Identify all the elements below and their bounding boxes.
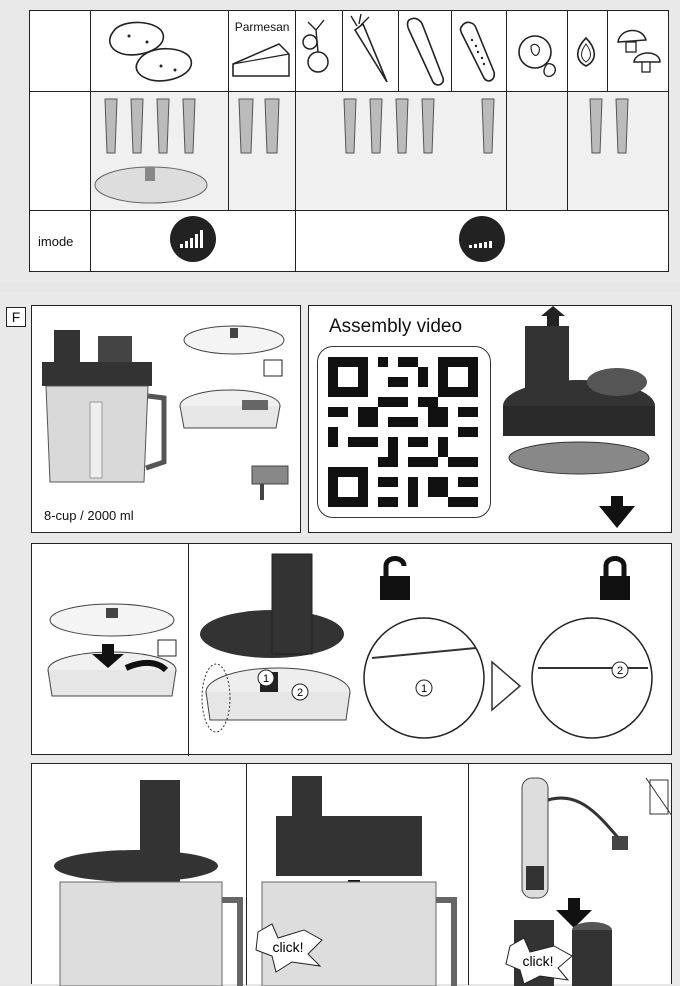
step-1-marker: 1 (263, 673, 269, 685)
disc-on-bowl-icon (54, 780, 243, 986)
section-letter: F (6, 307, 26, 327)
empty-cell (28, 10, 92, 92)
imode-row: imode (28, 210, 669, 272)
potato-cell (90, 10, 229, 92)
parmesan-blades-cell (227, 91, 297, 211)
onion-blades-icon (589, 98, 630, 154)
mushroom-cell (606, 10, 670, 92)
assembly-video-title: Assembly video (329, 316, 463, 337)
divider (188, 544, 189, 756)
apple-blade-cell (506, 91, 569, 211)
next-arrow-icon (491, 660, 522, 712)
lid-on-bowl-icon: click! (255, 776, 457, 986)
step-2-marker-detail: 2 (617, 665, 623, 677)
parts-panel: 8-cup / 2000 ml (31, 305, 301, 533)
blade-row (28, 91, 669, 211)
zucchini-cell (397, 10, 452, 92)
step-2-marker: 2 (297, 687, 303, 699)
assembly-video-panel: Assembly video (308, 305, 672, 533)
vegetable-blades-cell (295, 91, 508, 211)
cheese-icon (232, 43, 290, 77)
lid-removal-icon (503, 306, 655, 528)
onion-icon (577, 36, 596, 67)
locked-detail-icon: 2 (531, 556, 653, 739)
vegetable-blades-icon (343, 98, 495, 154)
food-processor-bowl-icon (42, 330, 167, 483)
imode-label: imode (28, 210, 92, 272)
disc-insert-icon (47, 603, 177, 697)
cucumber-icon (459, 21, 496, 82)
potato-icon (109, 21, 193, 82)
qr-frame (317, 346, 491, 518)
speed-low-icon (459, 215, 506, 262)
blade-selection-table: Parmesan (28, 10, 670, 272)
divider (468, 764, 469, 985)
step-1-marker-detail: 1 (421, 683, 427, 695)
imode-low-cell (295, 210, 669, 272)
carrot-cell (342, 10, 399, 92)
cucumber-cell (450, 10, 508, 92)
disc-assembly-panel: 1 2 1 2 (31, 543, 672, 756)
apple-icon (518, 35, 557, 78)
click-label-1: click! (272, 939, 303, 955)
zucchini-icon (406, 17, 444, 86)
onion-cell (567, 10, 608, 92)
disc-parts-icon (179, 325, 289, 500)
slicing-blades-icon (94, 98, 208, 204)
onion-blades-cell (567, 91, 669, 211)
imode-high-cell (90, 210, 297, 272)
click-label-2: click! (522, 953, 553, 969)
radish-icon (302, 19, 329, 73)
unlocked-detail-icon: 1 (363, 556, 485, 739)
disc-lock-icon: 1 2 (200, 553, 351, 733)
bowl-assembly-panel: click! click! (31, 763, 672, 986)
motor-attach-icon: click! (505, 777, 672, 986)
mushroom-icon (616, 29, 661, 73)
apple-cell (506, 10, 569, 92)
capacity-label: 8-cup / 2000 ml (44, 508, 134, 523)
potato-blades-cell (90, 91, 229, 211)
carrot-icon (350, 13, 389, 83)
grating-blades-icon (238, 98, 280, 154)
parmesan-label: Parmesan (234, 20, 290, 34)
empty-cell (28, 91, 92, 211)
parmesan-cell: Parmesan (227, 10, 297, 92)
radish-cell (295, 10, 344, 92)
food-row: Parmesan (28, 10, 670, 92)
qr-code-icon[interactable] (328, 357, 478, 507)
speed-high-icon (170, 215, 217, 262)
divider (246, 764, 247, 985)
